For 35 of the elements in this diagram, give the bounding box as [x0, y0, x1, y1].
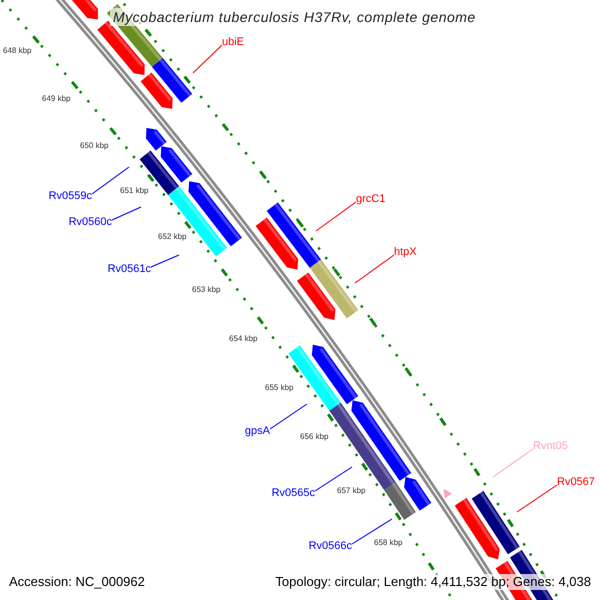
gene-label: ubiE: [222, 36, 244, 49]
gene-label: Rv0567: [557, 476, 595, 489]
gene-label: Rv0560c: [68, 216, 112, 229]
scale-label: 656 kbp: [300, 431, 328, 442]
leader-line: [516, 484, 558, 512]
scale-label: 654 kbp: [229, 333, 258, 344]
scale-label: 658 kbp: [374, 537, 402, 548]
accession-text: Accession: NC_000962: [7, 574, 147, 590]
leader-line: [492, 448, 534, 478]
scale-label: 650 kbp: [80, 140, 108, 151]
gene-label: Rv0565c: [272, 487, 315, 500]
scale-label: 652 kbp: [158, 231, 186, 242]
gene-label: gpsA: [244, 425, 270, 438]
leader-line: [352, 518, 392, 544]
gene-label: Rv0561c: [108, 263, 151, 276]
scale-label: 655 kbp: [265, 382, 294, 393]
leader-line: [316, 202, 356, 232]
leader-line: [112, 206, 142, 220]
scale-label: 653 kbp: [192, 284, 220, 295]
gene-label: htpX: [394, 246, 417, 259]
scale-label: 657 kbp: [337, 485, 366, 496]
leader-line: [314, 466, 352, 492]
genome-summary-text: Topology: circular; Length: 4,411,532 bp; Genes: 4,038: [273, 574, 593, 590]
leader-line: [192, 44, 222, 74]
scale-label: 651 kbp: [120, 185, 148, 196]
leader-line: [270, 404, 308, 430]
gene-label: Rvnt05: [533, 440, 568, 453]
gene-label: Rv0566c: [308, 540, 352, 553]
leader-line: [92, 166, 130, 194]
scale-label: 648 kbp: [3, 45, 32, 56]
gene-label: grcC1: [356, 193, 386, 206]
leader-line: [150, 254, 180, 268]
leader-line: [354, 254, 394, 284]
scale-label: 649 kbp: [42, 93, 70, 104]
gene-label: Rv0559c: [48, 190, 92, 203]
